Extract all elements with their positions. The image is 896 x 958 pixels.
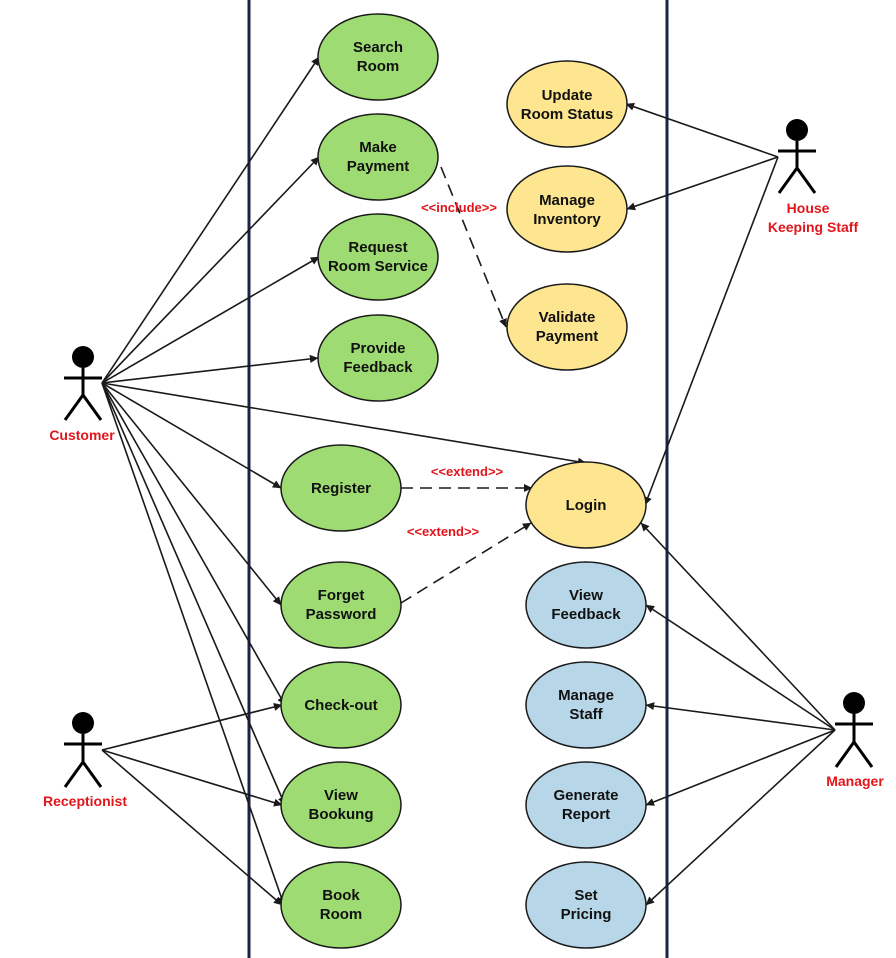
include-label: <<include>> [421, 200, 497, 215]
extend-dependency-line-forget [400, 522, 532, 604]
include-dependency-line [440, 166, 507, 328]
usecase-check-out[interactable]: Check-out [280, 661, 402, 749]
housekeeping-associations [625, 102, 779, 506]
usecase-register[interactable]: Register [280, 444, 402, 532]
svg-text:Register: Register [311, 480, 371, 497]
receptionist-associations [101, 703, 283, 906]
actor-label-customer: Customer [49, 427, 115, 443]
dependency-lines [400, 166, 533, 604]
svg-text:Login: Login [566, 497, 607, 514]
actor-label-manager: Manager [826, 773, 884, 789]
actor-manager[interactable]: Manager [826, 692, 884, 789]
actor-label-housekeeping: House Keeping Staff [768, 200, 859, 235]
actor-label-receptionist: Receptionist [43, 793, 127, 809]
customer-associations [101, 56, 587, 906]
actor-customer[interactable]: Customer [49, 346, 115, 443]
stick-figure-icon [63, 712, 103, 788]
svg-text:Check-out: Check-out [304, 697, 377, 714]
extend-label-register: <<extend>> [431, 464, 504, 479]
usecase-login[interactable]: Login [525, 461, 647, 549]
actor-housekeeping-staff[interactable]: House Keeping Staff [768, 119, 859, 235]
stick-figure-icon [777, 119, 817, 194]
extend-label-forget: <<extend>> [407, 524, 480, 539]
stick-figure-icon [63, 346, 103, 421]
manager-associations [640, 522, 836, 906]
actor-receptionist[interactable]: Receptionist [43, 712, 127, 809]
stick-figure-icon [834, 692, 874, 768]
